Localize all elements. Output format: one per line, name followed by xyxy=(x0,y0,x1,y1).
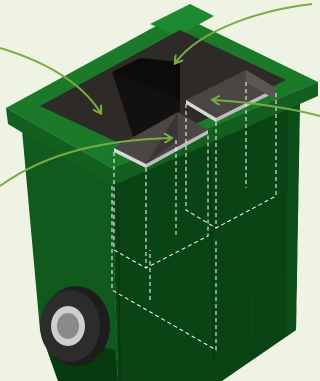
wheel-center xyxy=(57,313,79,339)
